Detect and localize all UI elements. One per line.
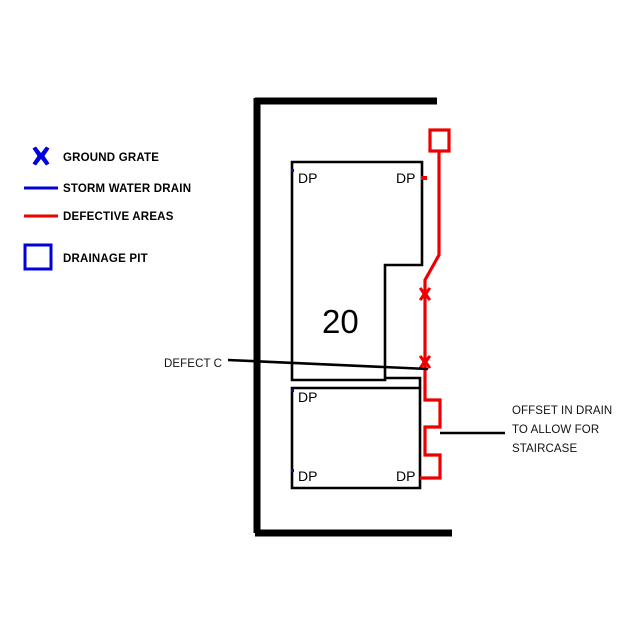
upper-unit-path	[290, 160, 424, 382]
grate-x-icon	[418, 355, 432, 369]
dp-connection-tick	[421, 176, 427, 180]
offset-note-line-3: STAIRCASE	[512, 443, 577, 455]
defective-drain-path	[420, 152, 442, 480]
unit-notch-connector	[385, 376, 422, 388]
dp-label: DP	[298, 389, 317, 405]
legend-label-defective-areas: DEFECTIVE AREAS	[63, 211, 174, 223]
legend-label-storm-water-drain: STORM WATER DRAIN	[63, 183, 191, 195]
defective-drain-run	[420, 152, 442, 480]
ground-grate-symbols	[418, 287, 432, 369]
dp-label: DP	[298, 468, 317, 484]
lower-unit-outline	[290, 376, 422, 490]
legend-row-drainage-pit[interactable]: DRAINAGE PIT	[23, 243, 148, 271]
offset-note-line-2: TO ALLOW FOR	[512, 424, 599, 436]
dp-label: DP	[396, 468, 415, 484]
dp-label: DP	[396, 170, 415, 186]
offset-note-line-1: OFFSET IN DRAIN	[512, 405, 612, 417]
dp-connection-tick	[291, 469, 294, 472]
defect-c-leader-line	[227, 358, 429, 371]
dp-label: DP	[298, 170, 317, 186]
legend: GROUND GRATE STORM WATER DRAIN DEFECTIVE…	[23, 146, 191, 271]
dp-connection-tick	[291, 169, 294, 172]
site-boundary-walls	[253, 97, 452, 537]
lower-unit-path	[290, 386, 422, 490]
grate-x-icon	[418, 287, 432, 301]
defect-c-label: DEFECT C	[164, 358, 222, 370]
legend-row-ground-grate[interactable]: GROUND GRATE	[32, 146, 160, 166]
upper-unit-outline	[290, 160, 424, 382]
legend-label-ground-grate: GROUND GRATE	[63, 152, 159, 164]
drainage-pit-symbol	[428, 128, 451, 153]
defect-c-annotation: DEFECT C	[164, 358, 429, 371]
legend-row-defective-areas[interactable]: DEFECTIVE AREAS	[24, 211, 174, 223]
legend-row-storm-water-drain[interactable]: STORM WATER DRAIN	[24, 183, 191, 195]
downpipe-labels: DP DP DP DP DP	[291, 169, 427, 484]
dp-connection-tick	[291, 389, 294, 392]
unit-number-label: 20	[322, 303, 359, 340]
legend-label-drainage-pit: DRAINAGE PIT	[63, 253, 148, 265]
offset-note-annotation: OFFSET IN DRAIN TO ALLOW FOR STAIRCASE	[440, 405, 612, 455]
drainage-pit-square-icon	[23, 243, 53, 271]
grate-x-icon	[32, 146, 50, 166]
